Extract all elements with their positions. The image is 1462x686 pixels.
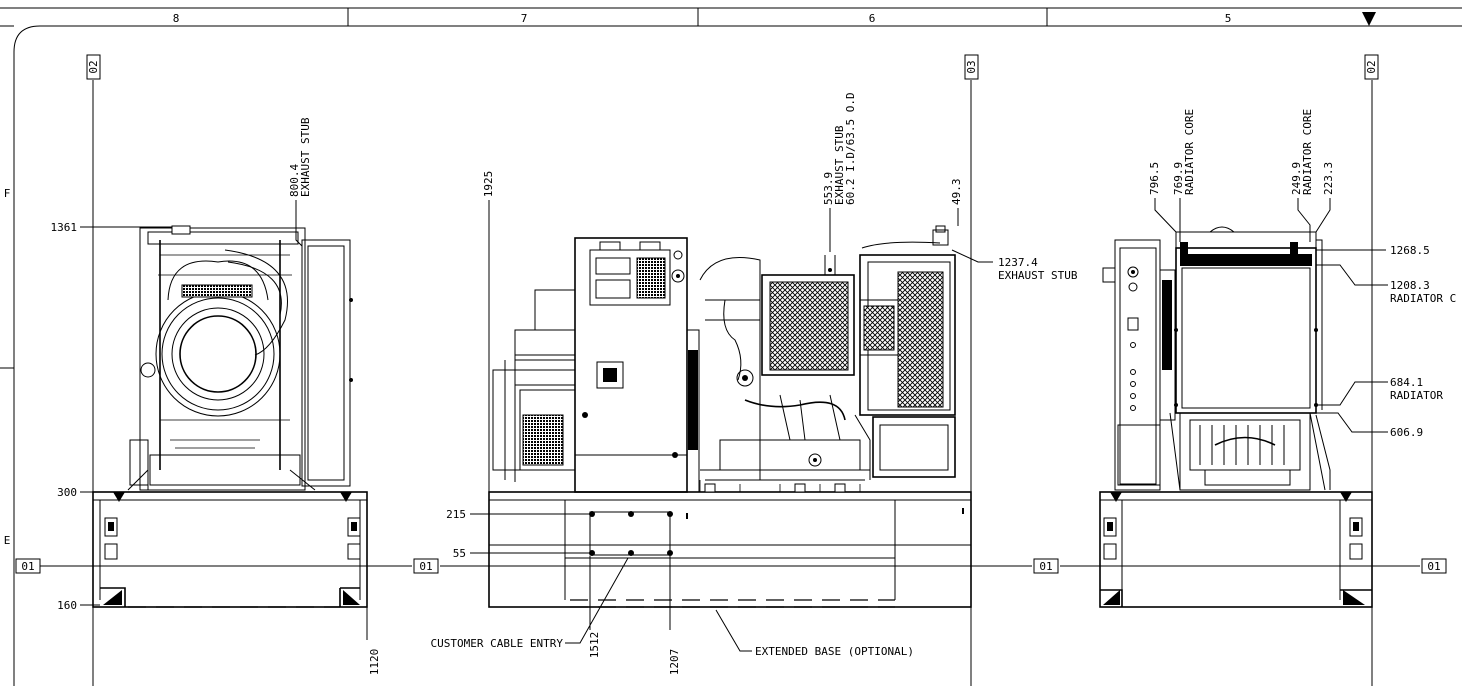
datum-tag-01-a: 01 bbox=[21, 560, 34, 573]
zone-label-7: 7 bbox=[521, 12, 528, 25]
left-exhaust-stub-label: EXHAUST STUB bbox=[299, 117, 312, 197]
right-end-view bbox=[1099, 226, 1373, 608]
left-view-dimensions: 1361 300 160 1120 800.4 EXHAUST STUB bbox=[51, 117, 382, 675]
right-view-dimensions: 796.5 769.9 RADIATOR CORE 249.9 RADIATOR… bbox=[1148, 109, 1456, 439]
dim-796-5: 796.5 bbox=[1148, 162, 1161, 195]
datum-tag-02-right: 02 bbox=[1365, 60, 1378, 73]
dim-1237-4: 1237.4 bbox=[998, 256, 1038, 269]
orientation-mark-icon bbox=[1362, 12, 1376, 26]
datum-tag-02-left: 02 bbox=[87, 60, 100, 73]
dim-684-1: 684.1 bbox=[1390, 376, 1423, 389]
dim-49-3: 49.3 bbox=[950, 179, 963, 206]
dim-1120: 1120 bbox=[368, 649, 381, 676]
dim-769-9: 769.9 bbox=[1172, 162, 1185, 195]
radiator-core-label-b: RADIATOR CORE bbox=[1301, 109, 1314, 195]
exhaust-stub-size: 60.2 I.D/63.5 O.D bbox=[844, 92, 857, 205]
zone-label-5: 5 bbox=[1225, 12, 1232, 25]
dim-160: 160 bbox=[57, 599, 77, 612]
dim-215: 215 bbox=[446, 508, 466, 521]
center-exhaust-stub-label: EXHAUST STUB bbox=[833, 125, 846, 205]
datum-tag-01-b: 01 bbox=[419, 560, 432, 573]
center-side-view bbox=[488, 225, 972, 608]
side-exhaust-stub-label: EXHAUST STUB bbox=[998, 269, 1078, 282]
dim-1512: 1512 bbox=[588, 632, 601, 659]
datum-lines bbox=[40, 80, 1420, 686]
datum-tag-01-d: 01 bbox=[1427, 560, 1440, 573]
drawing-frame bbox=[0, 7, 1462, 686]
left-end-view bbox=[92, 225, 368, 608]
radiator-label: RADIATOR bbox=[1390, 389, 1443, 402]
zone-label-6: 6 bbox=[869, 12, 876, 25]
radiator-c-label: RADIATOR C bbox=[1390, 292, 1456, 305]
dim-249-9: 249.9 bbox=[1290, 162, 1303, 195]
dim-1207: 1207 bbox=[668, 649, 681, 676]
customer-cable-entry-label: CUSTOMER CABLE ENTRY bbox=[431, 637, 564, 650]
zone-label-8: 8 bbox=[173, 12, 180, 25]
dim-1268-5: 1268.5 bbox=[1390, 244, 1430, 257]
dim-553-9: 553.9 bbox=[822, 172, 835, 205]
zone-label-e: E bbox=[4, 534, 11, 547]
dim-1361: 1361 bbox=[51, 221, 78, 234]
center-view-dimensions: 1925 553.9 EXHAUST STUB 60.2 I.D/63.5 O.… bbox=[431, 92, 1078, 675]
radiator-core-label-a: RADIATOR CORE bbox=[1183, 109, 1196, 195]
dim-606-9: 606.9 bbox=[1390, 426, 1423, 439]
dim-300: 300 bbox=[57, 486, 77, 499]
dim-1208-3: 1208.3 bbox=[1390, 279, 1430, 292]
dim-800-4: 800.4 bbox=[288, 164, 301, 197]
datum-tag-03: 03 bbox=[965, 60, 978, 73]
dim-55: 55 bbox=[453, 547, 466, 560]
zone-label-f: F bbox=[4, 187, 11, 200]
datum-tag-01-c: 01 bbox=[1039, 560, 1052, 573]
dim-1925: 1925 bbox=[482, 171, 495, 198]
zone-labels: 8 7 6 5 F E bbox=[4, 12, 1232, 547]
extended-base-label: EXTENDED BASE (OPTIONAL) bbox=[755, 645, 914, 658]
dim-223-3: 223.3 bbox=[1322, 162, 1335, 195]
datum-tags: 02 03 02 01 01 01 01 bbox=[15, 54, 1447, 574]
